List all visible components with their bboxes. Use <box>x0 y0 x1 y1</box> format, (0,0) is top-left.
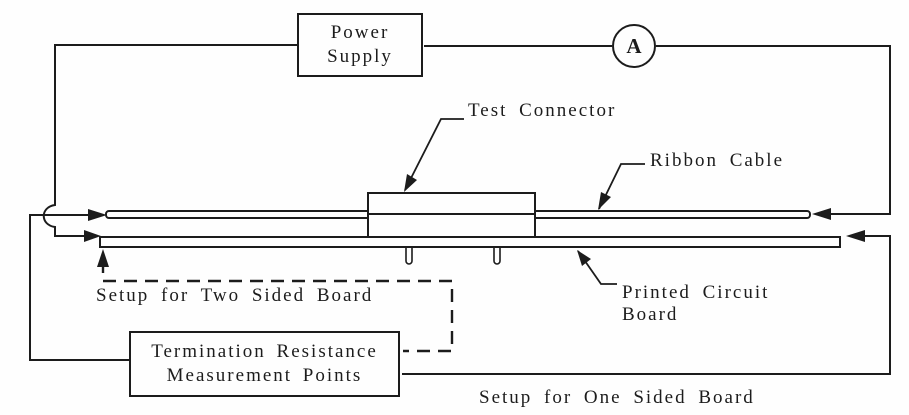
power-supply-box: Power Supply <box>297 13 423 77</box>
printed-circuit-board-label: Printed Circuit Board <box>622 282 769 326</box>
printed-circuit-board-label-line1: Printed Circuit <box>622 282 770 303</box>
power-supply-label-line2: Supply <box>327 46 393 67</box>
leader-test-connector <box>404 118 464 191</box>
arrowhead-test-connector <box>404 174 417 192</box>
wire-termination-right-loop <box>402 235 891 375</box>
arrowhead-board-left <box>84 230 101 242</box>
printed-circuit-board-shape <box>99 236 841 248</box>
two-sided-caption: Setup for Two Sided Board <box>96 285 374 306</box>
arrowhead-board-right <box>846 230 865 242</box>
wire-power-supply-left <box>42 44 297 237</box>
termination-resistance-box: Termination Resistance Measurement Point… <box>129 331 400 397</box>
board-pin-right <box>493 248 501 265</box>
one-sided-caption: Setup for One Sided Board <box>479 387 755 408</box>
power-supply-label-line1: Power <box>330 22 390 43</box>
ribbon-cable-label: Ribbon Cable <box>650 150 785 171</box>
board-pin-left <box>405 248 413 265</box>
wire-power-supply-right <box>424 45 891 215</box>
leader-ribbon-cable <box>598 163 645 210</box>
ammeter-label: A <box>626 34 642 58</box>
arrowhead-cable-right <box>812 208 831 220</box>
termination-box-line2: Measurement Points <box>166 365 363 386</box>
arrowhead-two-sided-up <box>97 249 109 267</box>
arrowhead-ribbon-cable <box>598 192 611 210</box>
test-connector-label: Test Connector <box>468 100 617 121</box>
ammeter-circle <box>612 24 656 68</box>
dashed-two-sided-path <box>101 260 454 353</box>
arrowhead-printed-circuit-board <box>577 250 591 266</box>
arrowhead-cable-left <box>88 209 107 221</box>
wire-termination-left-loop <box>29 214 129 361</box>
termination-box-line1: Termination Resistance <box>151 341 378 362</box>
printed-circuit-board-label-line2: Board <box>622 304 679 325</box>
